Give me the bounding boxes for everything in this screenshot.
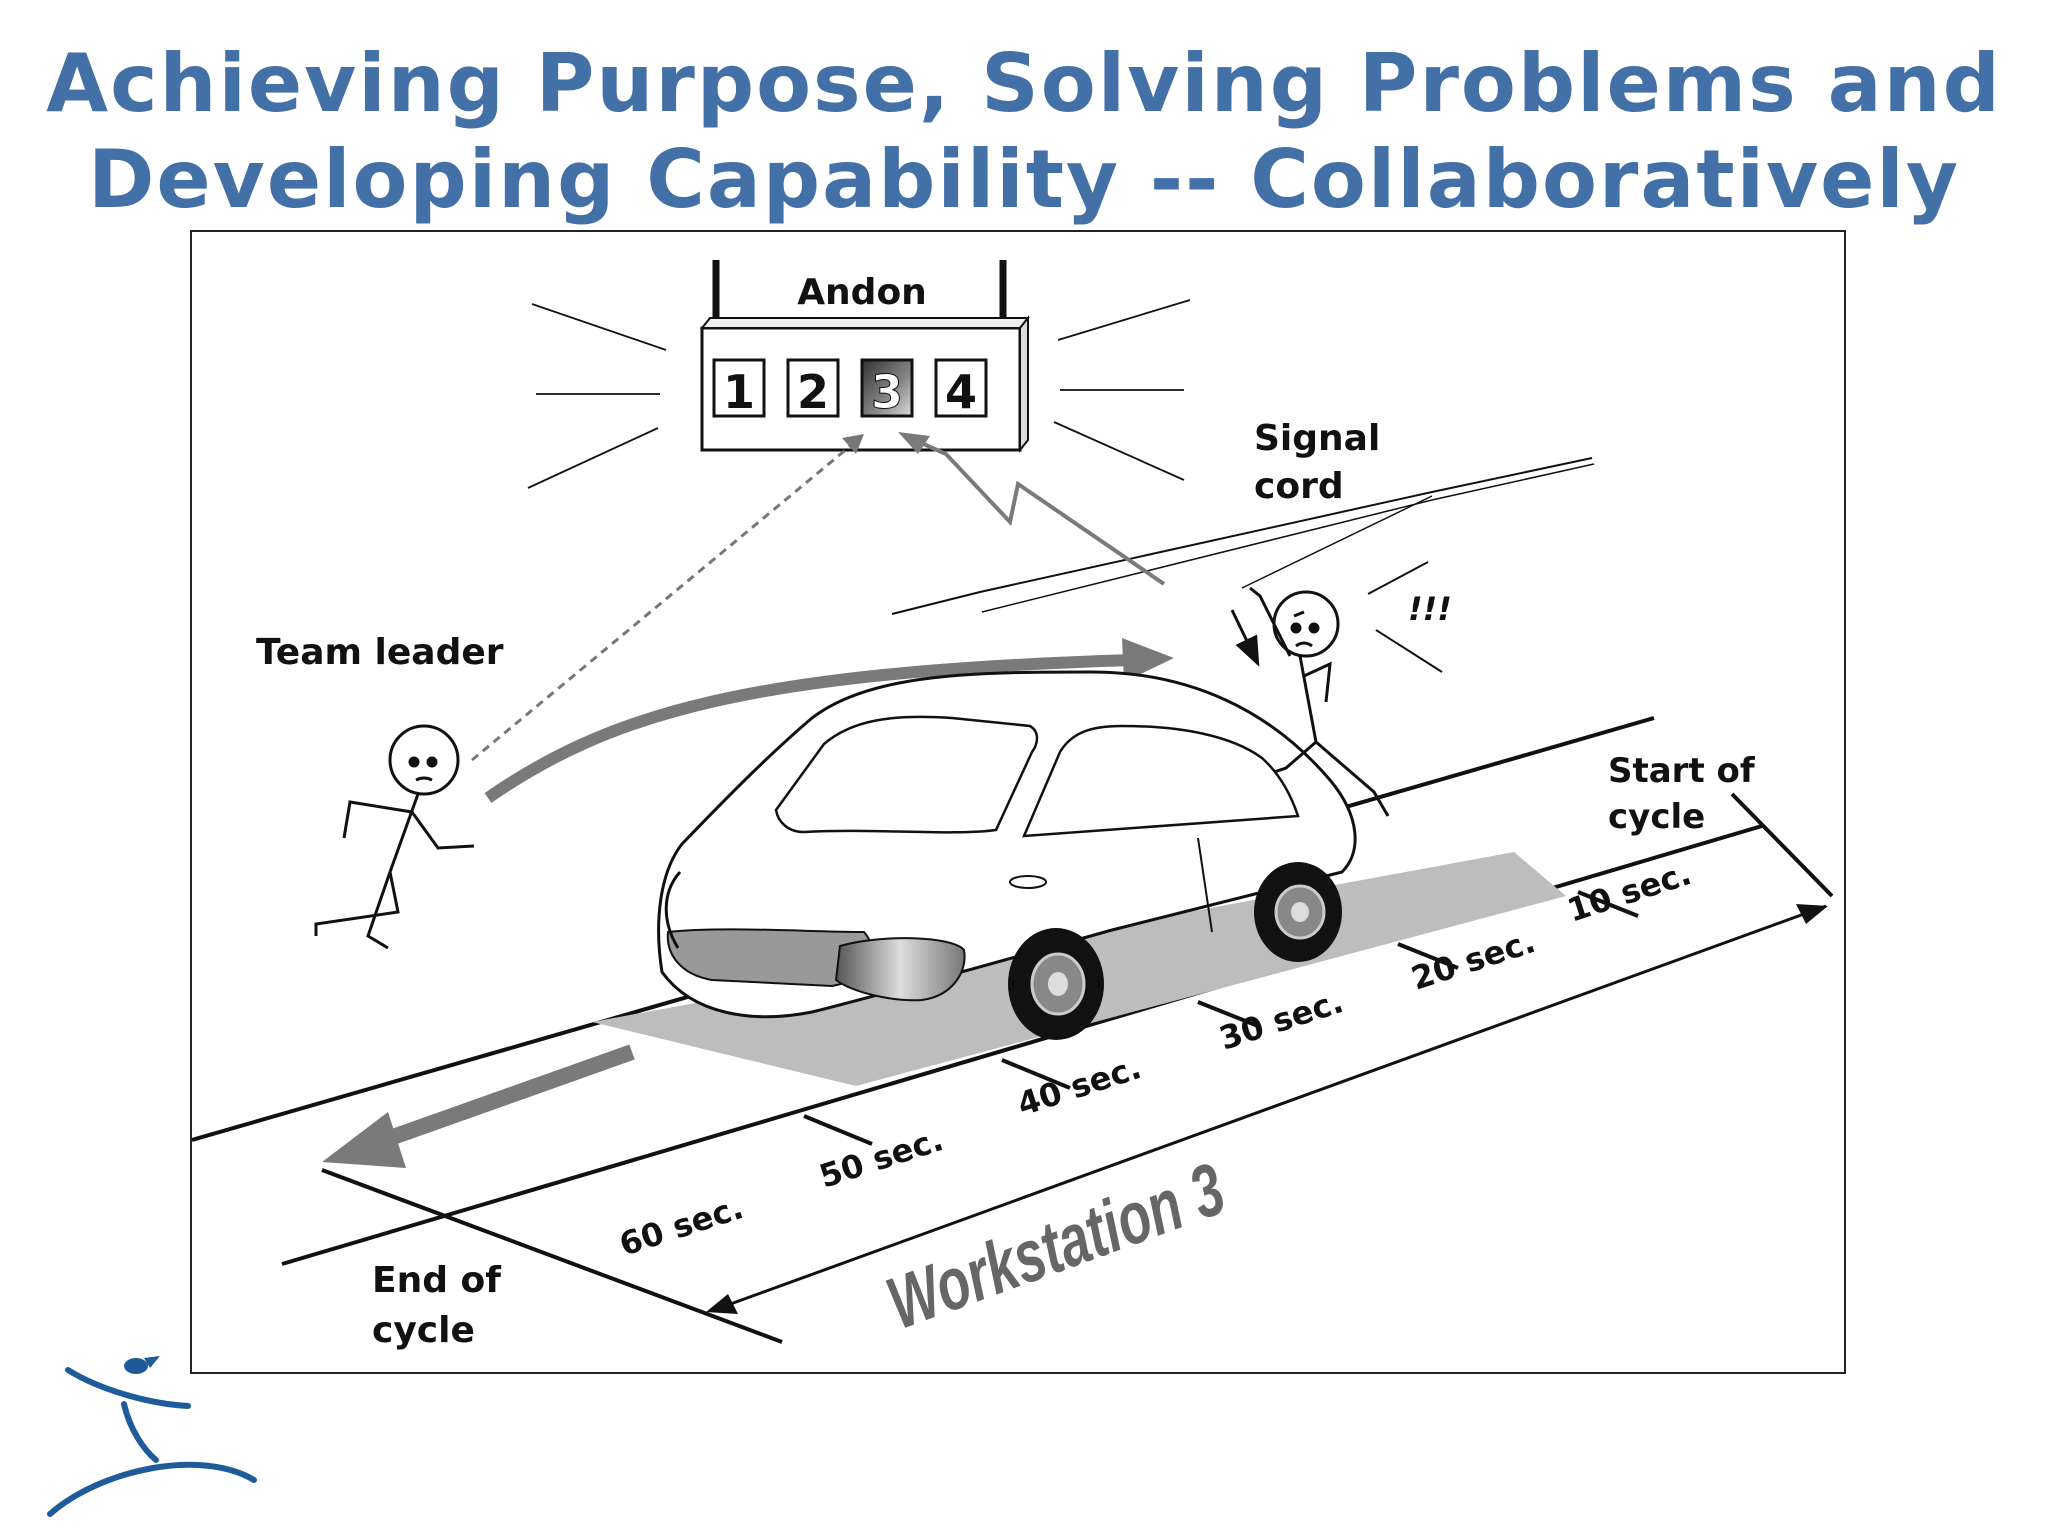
andon-light-1-label: 1	[723, 365, 755, 419]
signal-cord-label-1: Signal	[1254, 418, 1380, 459]
andon-light-1	[712, 358, 766, 418]
signal-cord-label-2: cord	[1254, 466, 1344, 507]
car	[657, 670, 1357, 1040]
operator-figure	[1230, 586, 1390, 817]
andon-light-2-label: 2	[797, 365, 829, 419]
team-leader-figure	[314, 724, 475, 950]
signal-cord: Signal cord	[891, 418, 1595, 615]
slide-title: Achieving Purpose, Solving Problems and …	[0, 36, 2048, 228]
andon-light-4-label: 4	[945, 365, 977, 419]
workstation-span-arrow	[706, 904, 1828, 1314]
time-mark-50: 50 sec.	[815, 1120, 948, 1196]
time-mark-20: 20 sec.	[1407, 922, 1540, 998]
team-leader-sight-line	[471, 434, 864, 762]
andon-light-3-label: 3	[871, 365, 903, 419]
end-of-cycle-label-1: End of	[372, 1260, 501, 1301]
workstation-diagram: Andon 1 2 3 4 Signal c	[190, 230, 1846, 1374]
andon-glow-lines	[527, 299, 1191, 489]
title-line-2: Developing Capability -- Collaboratively	[88, 133, 1960, 226]
team-leader-label: Team leader	[256, 632, 504, 673]
start-of-cycle-label-1: Start of	[1608, 751, 1756, 791]
team-leader-move-arrow	[484, 638, 1174, 803]
time-mark-40: 40 sec.	[1013, 1048, 1146, 1124]
andon-label: Andon	[797, 272, 927, 313]
time-ticks	[321, 792, 1834, 1344]
workstation-label: Workstation 3	[877, 1147, 1235, 1345]
line-direction-arrow	[322, 1044, 635, 1168]
time-mark-60: 60 sec.	[615, 1188, 748, 1264]
start-of-cycle-label-2: cycle	[1608, 797, 1705, 837]
title-line-1: Achieving Purpose, Solving Problems and	[46, 37, 2002, 130]
car-rear-wheel	[1254, 862, 1342, 962]
time-mark-30: 30 sec.	[1215, 982, 1348, 1058]
andon-light-3-active	[860, 358, 914, 418]
organization-logo	[47, 1356, 257, 1517]
andon-board: Andon 1 2 3 4	[527, 260, 1191, 489]
car-front-wheel	[1008, 928, 1104, 1040]
andon-light-4	[934, 358, 988, 418]
signal-arrow	[898, 432, 1166, 586]
exclamation-label: !!!	[1408, 590, 1452, 628]
andon-light-2	[786, 358, 840, 418]
diagram-canvas: Andon 1 2 3 4 Signal c	[192, 260, 1834, 1351]
end-of-cycle-label-2: cycle	[372, 1310, 475, 1351]
alarm-lines	[1367, 561, 1443, 673]
